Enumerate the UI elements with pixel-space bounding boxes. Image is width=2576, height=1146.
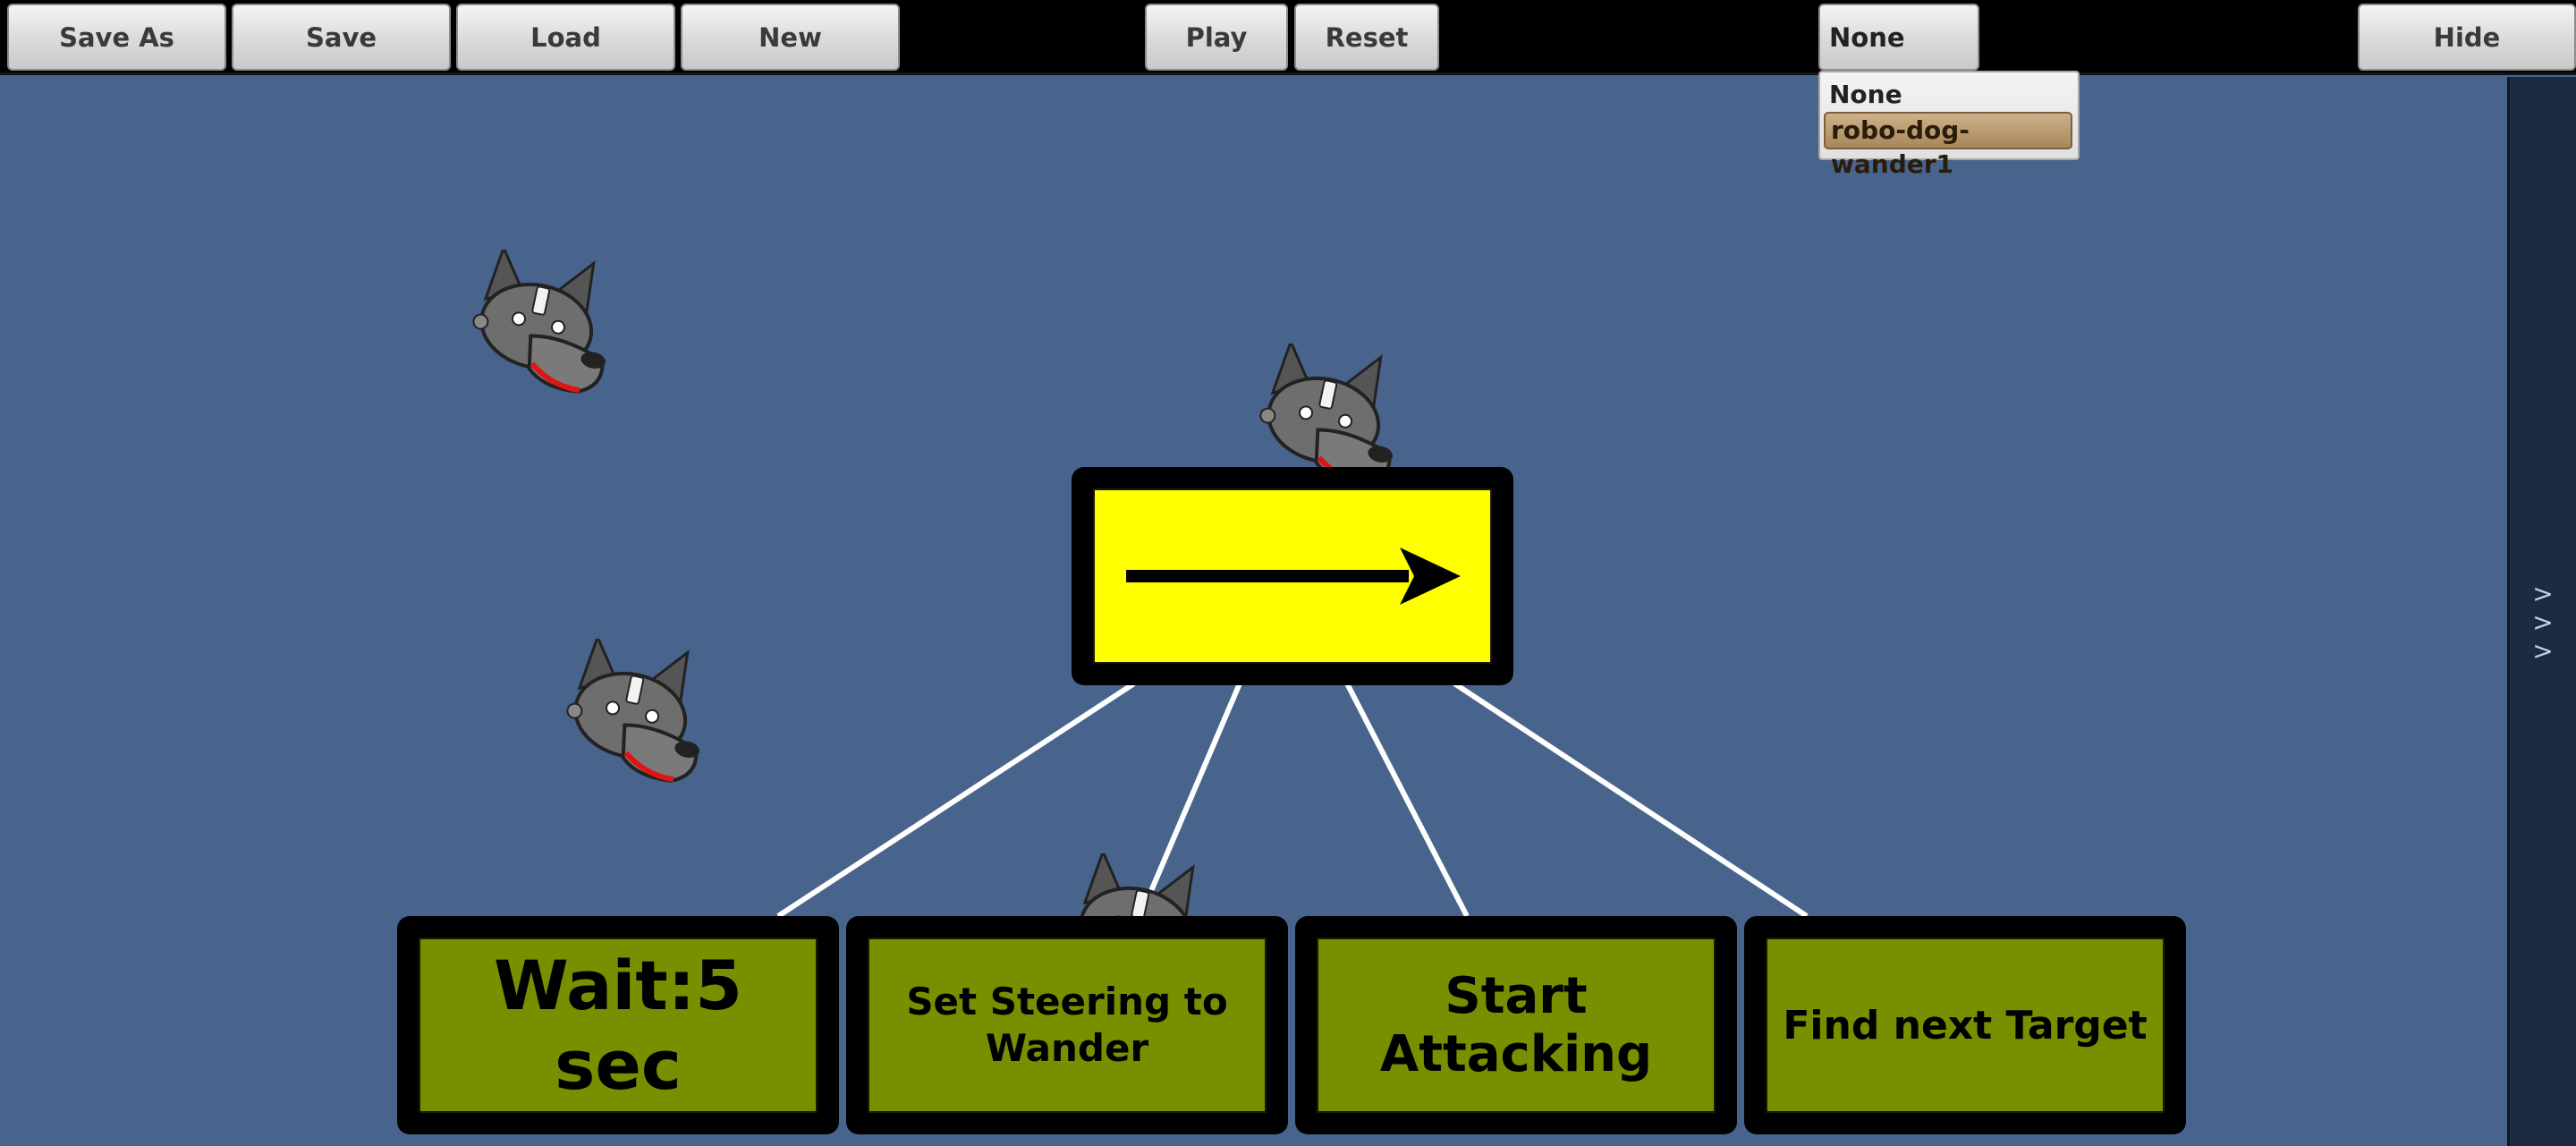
robo-dog-head-icon[interactable] [1243, 344, 1422, 514]
chevron-right-icon: > [2532, 636, 2554, 666]
reset-button[interactable]: Reset [1294, 4, 1439, 71]
sequence-node[interactable] [1072, 467, 1513, 685]
action-node-label: Wait:5 sec [419, 938, 818, 1113]
robo-dog-head-icon[interactable] [456, 250, 635, 420]
hide-button[interactable]: Hide [2358, 4, 2576, 71]
side-panel: > > > [2507, 77, 2576, 1146]
sequence-node-body [1093, 488, 1492, 664]
action-node-start-attacking[interactable]: Start Attacking [1295, 916, 1737, 1134]
chevron-right-icon: > [2532, 607, 2554, 637]
action-node-label: Start Attacking [1317, 938, 1716, 1113]
save-button[interactable]: Save [232, 4, 451, 71]
arrow-right-icon [1126, 548, 1461, 605]
action-node-set-steering[interactable]: Set Steering to Wander [846, 916, 1288, 1134]
action-node-label: Find next Target [1766, 938, 2165, 1113]
edge-find-target [1453, 681, 1809, 919]
expand-panel-toggle[interactable]: > > > [2510, 569, 2576, 676]
chevron-right-icon: > [2532, 579, 2554, 608]
toolbar: Save As Save Load New Play Reset None Hi… [0, 0, 2576, 75]
action-node-label: Set Steering to Wander [868, 938, 1267, 1113]
edge-set-steering [1138, 682, 1242, 918]
tree-edges [776, 681, 1809, 919]
action-node-find-target[interactable]: Find next Target [1744, 916, 2186, 1134]
dropdown-option-none[interactable]: None [1829, 80, 1902, 109]
robo-dog-head-icon[interactable] [550, 639, 729, 809]
behavior-tree-canvas[interactable]: Wait:5 sec Set Steering to Wander Start … [0, 75, 2504, 1146]
edge-start-attacking [1344, 682, 1470, 918]
edge-wait [776, 681, 1136, 919]
agent-dropdown-list: None robo-dog-wander1 [1818, 71, 2080, 179]
load-button[interactable]: Load [456, 4, 675, 71]
save-as-button[interactable]: Save As [7, 4, 226, 71]
play-button[interactable]: Play [1145, 4, 1288, 71]
agent-select[interactable]: None [1818, 4, 1979, 71]
action-node-wait[interactable]: Wait:5 sec [397, 916, 839, 1134]
dropdown-option-robo-dog-wander1[interactable]: robo-dog-wander1 [1824, 112, 2072, 179]
new-button[interactable]: New [681, 4, 900, 71]
